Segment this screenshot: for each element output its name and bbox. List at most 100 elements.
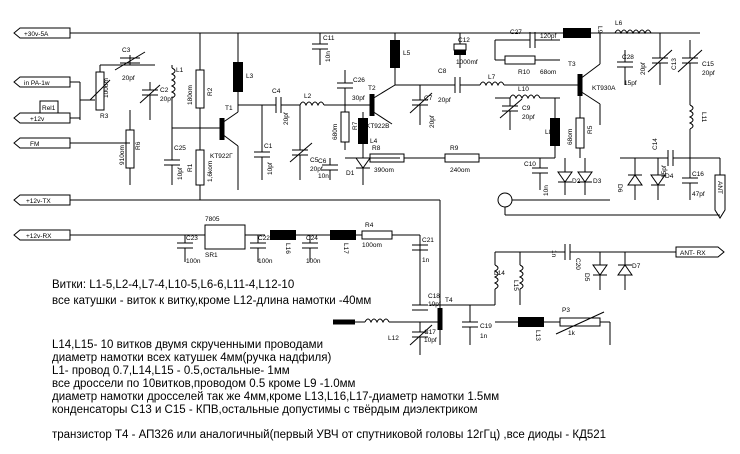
capacitor-c26: C26 30pf — [337, 70, 365, 105]
svg-text:R8: R8 — [372, 145, 381, 152]
resistor-r1: R1 1,6kom — [187, 128, 214, 200]
diode-d1: D1 — [345, 157, 400, 185]
transistor-t1: T1 KT922Г — [172, 105, 239, 190]
diode-d2: D2 — [557, 158, 581, 195]
svg-text:SR1: SR1 — [205, 252, 218, 259]
svg-text:R10: R10 — [518, 69, 530, 76]
resistor-r10: R10 68om — [494, 40, 560, 76]
note-line: диаметр намотки дросселей так же 4мм,кро… — [52, 391, 499, 403]
svg-text:20pf: 20pf — [283, 112, 290, 125]
svg-text:L2: L2 — [304, 93, 312, 100]
svg-text:C24: C24 — [306, 235, 318, 242]
svg-text:680m: 680m — [332, 124, 339, 140]
capacitor-c18: C18 10pf — [412, 293, 441, 311]
resistor-r4: R4 100om — [361, 222, 420, 249]
capacitor-c1: C1 10pf — [254, 105, 274, 180]
svg-text:L14: L14 — [494, 270, 505, 277]
regulator-7805: 7805 SR1 — [204, 216, 265, 259]
svg-text:20pf: 20pf — [438, 97, 451, 104]
resistor-r3: 100om R3 — [89, 64, 130, 120]
transistor-t4: T4 — [333, 297, 495, 345]
capacitor-c25: C25 10pf — [164, 128, 186, 185]
svg-text:L1: L1 — [176, 67, 184, 74]
note-line: L14,L15- 10 витков двумя скрученными про… — [52, 339, 323, 351]
svg-text:R6: R6 — [135, 141, 142, 150]
capacitor-c6: C6 10n — [318, 158, 338, 180]
choke-l3: L3 — [233, 33, 254, 112]
svg-text:C19: C19 — [480, 323, 492, 330]
svg-text:C26: C26 — [353, 77, 365, 84]
svg-text:R2: R2 — [207, 87, 214, 96]
svg-text:D7: D7 — [632, 263, 641, 270]
svg-text:C4: C4 — [272, 88, 281, 95]
svg-text:FM: FM — [30, 141, 39, 148]
choke-l13: L13 — [495, 317, 560, 341]
inductor-l10: L10 — [495, 86, 560, 100]
svg-text:20pf: 20pf — [640, 62, 647, 75]
transistor-t2: T2 KT922B — [345, 84, 396, 130]
capacitor-c12: C12 1000mf — [453, 33, 478, 68]
svg-text:15pf: 15pf — [661, 165, 668, 178]
capacitor-c3: C3 20pf — [114, 47, 155, 82]
svg-text:L3: L3 — [246, 73, 254, 80]
diode-d7: D7 — [617, 252, 641, 290]
svg-text:R3: R3 — [100, 113, 109, 120]
svg-text:100n: 100n — [186, 258, 201, 265]
inductor-l7: L7 — [472, 74, 580, 87]
svg-text:+12v-RX: +12v-RX — [26, 233, 52, 240]
capacitor-c5: C5 20pf — [289, 105, 323, 180]
capacitor-c21: C21 1n — [412, 235, 434, 300]
svg-text:10n: 10n — [318, 173, 329, 180]
svg-text:L12: L12 — [388, 335, 399, 342]
svg-text:+30v-5A: +30v-5A — [24, 31, 49, 38]
svg-text:C21: C21 — [422, 237, 434, 244]
svg-text:L8: L8 — [545, 129, 553, 136]
svg-text:100om: 100om — [103, 78, 110, 98]
choke-l5: L5 — [390, 33, 411, 85]
choke-l4: L4 — [358, 112, 378, 158]
resistor-r6: 910om R6 — [119, 110, 142, 185]
svg-text:R7: R7 — [352, 121, 359, 130]
svg-text:10pf: 10pf — [267, 162, 274, 175]
capacitor-c20: C20 1n — [495, 244, 676, 270]
svg-text:KT930A: KT930A — [592, 85, 616, 92]
svg-text:C3: C3 — [122, 47, 131, 54]
svg-text:C11: C11 — [323, 35, 335, 42]
svg-text:100om: 100om — [362, 242, 382, 249]
choke-l9: L9 — [563, 26, 603, 64]
svg-text:100n: 100n — [306, 258, 321, 265]
svg-text:C18: C18 — [428, 293, 440, 300]
svg-text:20pf: 20pf — [122, 75, 135, 82]
svg-text:20pf: 20pf — [429, 115, 436, 128]
svg-text:15pf: 15pf — [624, 80, 637, 87]
svg-text:C16: C16 — [692, 171, 704, 178]
port-12v: +12v — [13, 112, 71, 124]
svg-text:910om: 910om — [119, 145, 126, 165]
svg-text:L7: L7 — [488, 74, 496, 81]
svg-text:R9: R9 — [450, 145, 459, 152]
svg-text:D2: D2 — [572, 178, 581, 185]
capacitor-c23: C23 100n — [177, 235, 201, 265]
transistor-t3: T3 KT930A — [568, 61, 616, 125]
svg-text:C9: C9 — [522, 105, 531, 112]
svg-text:R5: R5 — [587, 125, 594, 134]
capacitor-c13: C13 20pf — [640, 33, 678, 85]
resistor-r5: 68om R5 — [567, 98, 594, 158]
capacitor-c28: C28 15pf — [617, 50, 637, 87]
svg-text:D6: D6 — [616, 184, 623, 193]
svg-text:D5: D5 — [583, 273, 590, 282]
svg-text:1n: 1n — [550, 250, 557, 258]
diode-d5: D5 — [583, 252, 608, 290]
capacitor-c16: C16 47pf — [682, 158, 705, 200]
svg-text:C27: C27 — [510, 29, 522, 36]
svg-text:C8: C8 — [438, 68, 447, 75]
svg-text:C17: C17 — [424, 329, 436, 336]
svg-text:47pf: 47pf — [692, 191, 705, 198]
choke-l16: L16 — [270, 230, 330, 254]
svg-text:30pf: 30pf — [352, 95, 365, 102]
capacitor-c17: C17 10pf — [409, 322, 437, 355]
note-line: L1- провод 0.7,L14,L15 - 0.5,остальные- … — [52, 365, 290, 377]
capacitor-c7: C7 20pf — [409, 85, 436, 128]
svg-text:L9: L9 — [596, 26, 603, 34]
svg-text:in PA-1w: in PA-1w — [24, 80, 50, 87]
